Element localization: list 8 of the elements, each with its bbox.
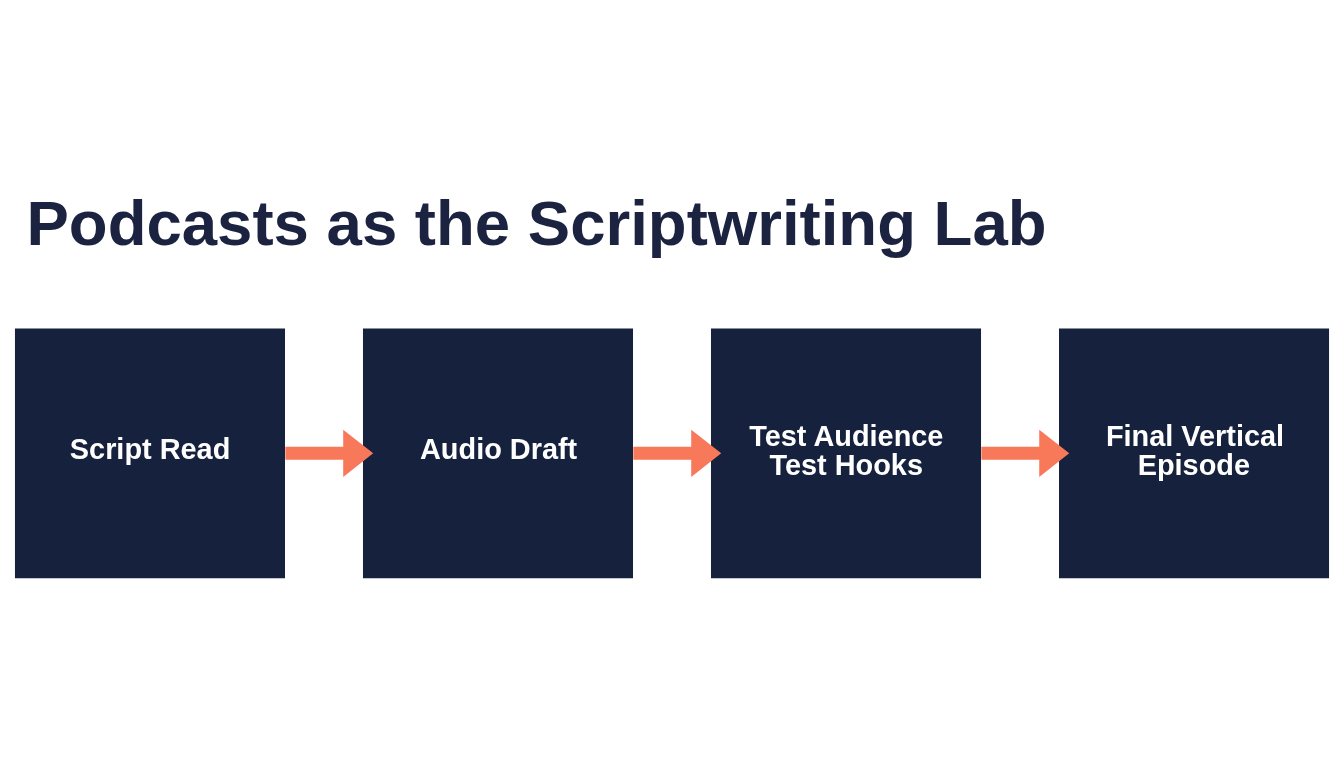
node-box: Script Read bbox=[14, 328, 285, 579]
node-box: Test Audience Test Hooks bbox=[711, 328, 982, 579]
arrow bbox=[285, 429, 374, 477]
diagram-title: Podcasts as the Scriptwriting Lab bbox=[26, 186, 1047, 258]
node-box: Final Vertical Episode bbox=[1059, 328, 1330, 579]
arrow bbox=[981, 429, 1070, 477]
arrow bbox=[633, 429, 722, 477]
node-box: Audio Draft bbox=[362, 328, 633, 579]
